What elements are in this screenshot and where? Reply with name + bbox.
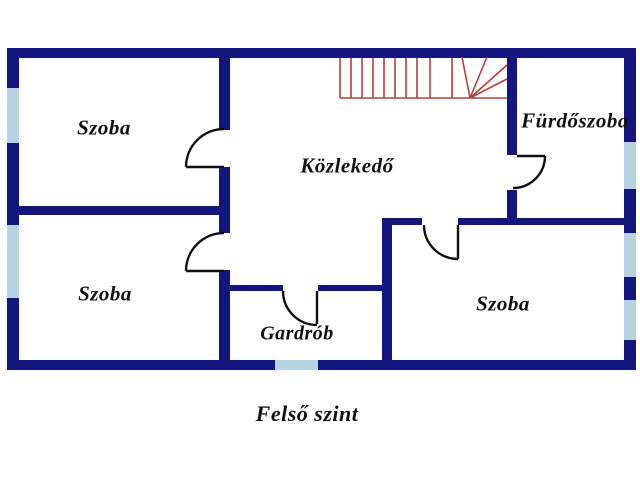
wall-bathroom-left-upper xyxy=(507,58,517,155)
wall-bathroom-left-lower xyxy=(507,190,517,225)
outer-wall-bottom xyxy=(7,360,636,370)
room-label-furdoszoba: Fürdőszoba xyxy=(521,108,629,133)
window-segment xyxy=(624,142,636,189)
wall-gardrob-top-left xyxy=(219,285,283,291)
window-segment xyxy=(624,300,636,340)
stairs-icon xyxy=(339,56,508,99)
room-label-gardrob: Gardrób xyxy=(260,322,334,345)
room-label-szoba-bottom-left: Szoba xyxy=(78,281,132,306)
room-label-szoba-top-left: Szoba xyxy=(77,115,131,140)
wall-corridor-left-upper xyxy=(219,58,230,130)
windows xyxy=(7,88,636,370)
floor-title: Felső szint xyxy=(255,401,359,426)
door-swing-icon xyxy=(184,231,225,273)
outer-wall-right xyxy=(624,48,636,370)
outer-wall-top xyxy=(7,48,636,58)
window-segment xyxy=(275,360,318,370)
door-swing-icon xyxy=(422,224,460,261)
window-segment xyxy=(624,233,636,277)
room-label-kozlekedo: Közlekedő xyxy=(300,153,394,178)
doors xyxy=(184,127,547,327)
window-segment xyxy=(7,225,19,298)
door-swing-icon xyxy=(184,127,225,169)
door-swing-icon xyxy=(281,290,319,327)
room-label-szoba-bottom-right: Szoba xyxy=(476,291,530,316)
wall-room-br-top-left xyxy=(382,218,422,225)
window-segment xyxy=(7,88,19,143)
door-swing-icon xyxy=(512,154,547,190)
wall-corridor-left-mid xyxy=(219,167,230,233)
wall-room-br-top-right xyxy=(458,218,636,225)
wall-left-rooms-divider xyxy=(7,206,230,215)
wall-corridor-left-lower xyxy=(219,270,230,360)
wall-gardrob-top-right xyxy=(318,285,392,291)
interior-walls xyxy=(7,58,636,360)
